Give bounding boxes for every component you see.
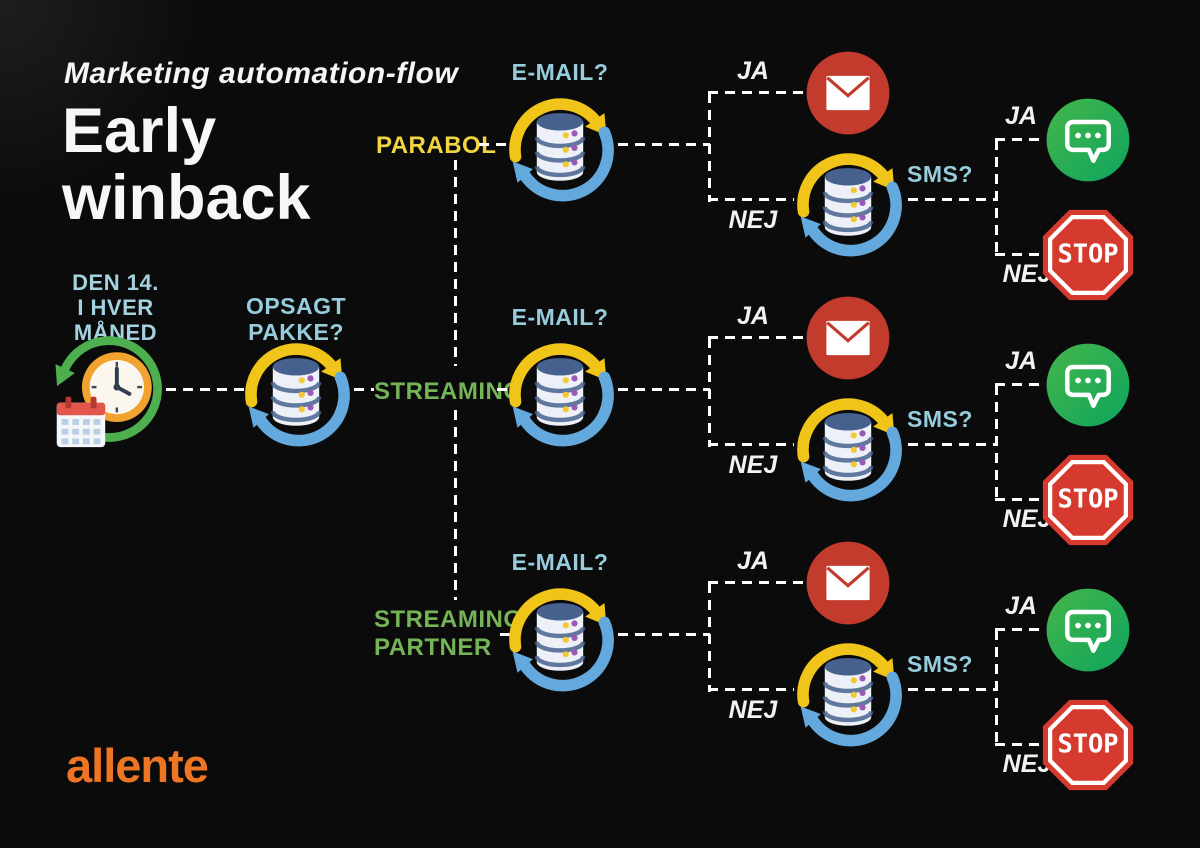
calendar-clock-icon — [49, 327, 175, 453]
connector-line — [497, 388, 511, 391]
connector-line — [995, 140, 998, 257]
connector-line — [500, 633, 512, 636]
page-title: Early winback — [62, 96, 311, 233]
connector-line — [995, 628, 1045, 631]
stop-sign-icon: STOP — [1041, 698, 1135, 792]
database-sync-icon — [790, 632, 906, 748]
connector-line — [618, 143, 710, 146]
connector-line — [708, 688, 794, 691]
email-envelope-icon — [803, 293, 893, 383]
sms-question-label: SMS? — [907, 161, 973, 187]
connector-line — [708, 93, 711, 202]
connector-line — [908, 688, 996, 691]
database-sync-icon — [790, 387, 906, 503]
ja-label: JA — [737, 547, 769, 575]
trunk-line — [454, 160, 457, 366]
sms-chat-icon — [1043, 95, 1133, 185]
database-sync-icon — [502, 87, 618, 203]
brand-logo: allente — [66, 739, 209, 792]
decision-label: OPSAGT PAKKE? — [245, 293, 347, 346]
connector-line — [908, 198, 996, 201]
connector-line — [166, 388, 244, 391]
connector-line — [995, 138, 1045, 141]
connector-line — [708, 336, 804, 339]
connector-line — [995, 743, 1049, 746]
database-sync-icon — [790, 142, 906, 258]
connector-line — [995, 383, 1045, 386]
ja-label: JA — [1005, 592, 1037, 620]
connector-line — [908, 443, 996, 446]
nej-label: NEJ — [728, 206, 778, 234]
trunk-line — [454, 410, 457, 600]
branch-label: STREAMING — [374, 378, 523, 405]
connector-line — [708, 583, 711, 692]
stop-label: STOP — [1057, 239, 1118, 269]
connector-line — [995, 253, 1049, 256]
ja-label: JA — [737, 57, 769, 85]
ja-label: JA — [1005, 347, 1037, 375]
connector-line — [708, 443, 794, 446]
database-sync-icon — [238, 332, 354, 448]
connector-line — [479, 143, 511, 146]
ja-label: JA — [737, 302, 769, 330]
email-question-label: E-MAIL? — [511, 304, 609, 330]
nej-label: NEJ — [728, 696, 778, 724]
connector-line — [354, 388, 374, 391]
connector-line — [708, 91, 804, 94]
stop-sign-icon: STOP — [1041, 453, 1135, 547]
connector-line — [708, 338, 711, 447]
sms-question-label: SMS? — [907, 651, 973, 677]
email-question-label: E-MAIL? — [511, 549, 609, 575]
email-question-label: E-MAIL? — [511, 59, 609, 85]
branch-label: PARABOL — [376, 132, 497, 159]
email-envelope-icon — [803, 538, 893, 628]
sms-question-label: SMS? — [907, 406, 973, 432]
database-sync-icon — [502, 577, 618, 693]
nej-label: NEJ — [728, 451, 778, 479]
connector-line — [708, 581, 804, 584]
connector-line — [995, 385, 998, 502]
connector-line — [708, 198, 794, 201]
connector-line — [618, 633, 710, 636]
ja-label: JA — [1005, 102, 1037, 130]
database-sync-icon — [502, 332, 618, 448]
branch-label: STREAMING PARTNER — [374, 606, 523, 661]
page-subtitle: Marketing automation-flow — [64, 57, 459, 90]
stop-label: STOP — [1057, 729, 1118, 759]
connector-line — [995, 498, 1049, 501]
connector-line — [995, 630, 998, 747]
sms-chat-icon — [1043, 585, 1133, 675]
stop-label: STOP — [1057, 484, 1118, 514]
stop-sign-icon: STOP — [1041, 208, 1135, 302]
connector-line — [618, 388, 710, 391]
sms-chat-icon — [1043, 340, 1133, 430]
email-envelope-icon — [803, 48, 893, 138]
